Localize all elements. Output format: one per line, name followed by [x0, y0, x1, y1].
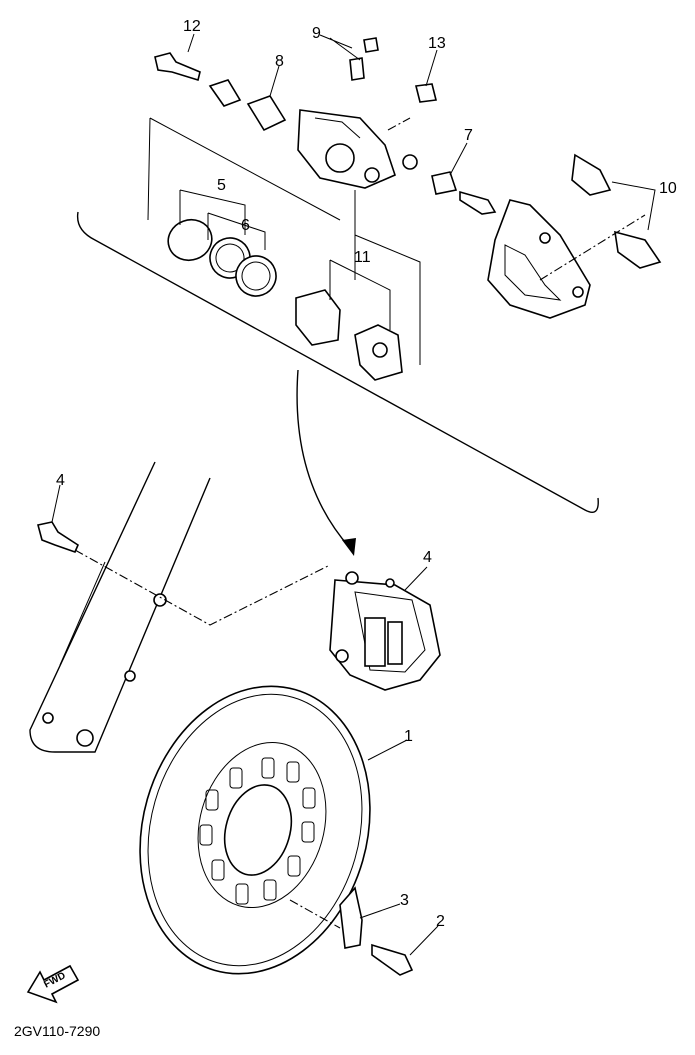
callout-10: 10 [659, 180, 677, 197]
callout-3: 3 [400, 892, 409, 909]
bolt-4-top [37, 521, 80, 554]
bleed-cap-9 [363, 37, 379, 53]
callout-12: 12 [183, 18, 201, 35]
callout-labels: 1 2 3 4 4 5 6 7 8 9 10 11 12 13 [56, 18, 677, 930]
bleed-screw-9 [349, 57, 365, 81]
plate-3 [339, 886, 363, 949]
fwd-arrow: FWD [26, 964, 80, 1004]
callout-11: 11 [354, 249, 371, 266]
washer [402, 154, 418, 170]
bolt-2 [371, 943, 414, 976]
callout-1: 1 [404, 728, 413, 745]
callout-7: 7 [464, 127, 473, 144]
callout-6: 6 [241, 217, 250, 234]
callout-5: 5 [217, 177, 226, 194]
caliper-assembly [329, 571, 441, 691]
assembly-arrow [296, 369, 356, 556]
pistons-and-seals [167, 218, 277, 297]
caliper-body [297, 109, 396, 189]
brake-pads [295, 289, 403, 381]
bolt-12 [154, 52, 201, 82]
boot-8 [246, 95, 287, 132]
clip-10b [614, 230, 662, 269]
callout-8: 8 [275, 53, 284, 70]
clip-10a [571, 153, 612, 196]
fork-leg [29, 461, 211, 753]
callout-4-lower: 4 [423, 549, 432, 566]
pin-7 [459, 190, 497, 215]
small-parts [37, 37, 662, 976]
pin-sleeve [208, 79, 242, 107]
disc-holes [199, 757, 316, 905]
boot-7 [431, 171, 458, 195]
alignment-lines [74, 117, 646, 929]
brake-disc [139, 685, 371, 975]
callout-4-upper: 4 [56, 472, 65, 489]
leader-lines [51, 33, 656, 956]
caliper-bracket [487, 199, 591, 319]
inset-panel-outline [76, 211, 599, 513]
drawing-code: 2GV110-7290 [14, 1023, 100, 1039]
callout-13: 13 [428, 35, 446, 52]
callout-2: 2 [436, 913, 445, 930]
callout-9: 9 [312, 25, 321, 42]
cap-13 [415, 83, 437, 103]
